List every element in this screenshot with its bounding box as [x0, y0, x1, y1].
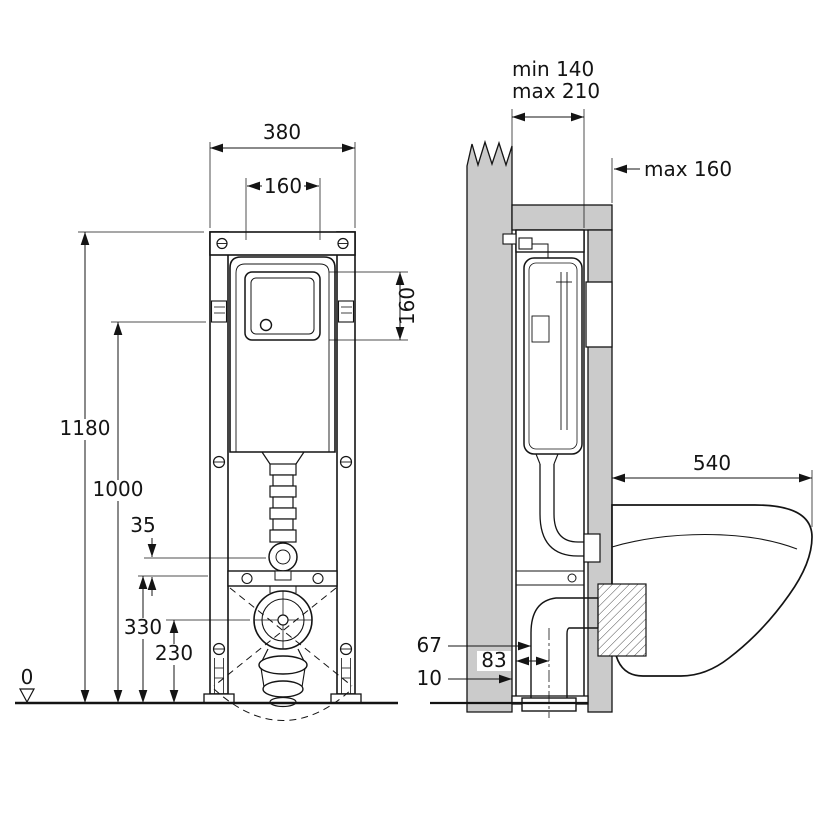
- bolt-icon: [312, 572, 324, 585]
- datum-triangle: [18, 688, 36, 704]
- side-cistern: [518, 237, 583, 465]
- drain-assembly: [213, 586, 353, 721]
- flush-connector: [583, 533, 601, 563]
- side-view: min 140 max 210 max 160 540 67 83 10: [417, 57, 813, 718]
- wall-anchor: [502, 233, 517, 245]
- bolt-icon: [241, 572, 253, 585]
- lower-bracket: [227, 570, 338, 587]
- dim-frame-width: 380: [263, 120, 301, 144]
- dim-plate-height: 160: [395, 287, 419, 325]
- dim-wall-gap: 10: [417, 666, 442, 690]
- flush-bend: [268, 542, 298, 572]
- adjustable-feet: [214, 658, 351, 694]
- dim-bowl-depth: 540: [693, 451, 731, 475]
- cistern-side: [523, 257, 583, 455]
- swivel-range-line: [213, 587, 337, 687]
- dim-frame-height: 1180: [60, 416, 111, 440]
- dim-bracket-height: 330: [124, 615, 162, 639]
- flush-plate-window: [244, 271, 321, 341]
- top-crossbar: [209, 231, 356, 256]
- dim-mount-height: 1000: [93, 477, 144, 501]
- flush-pipe: [268, 463, 298, 572]
- ceramic-section-hatch: [597, 583, 647, 657]
- dim-outlet-83: 83: [481, 648, 506, 672]
- right-foot-plate: [330, 693, 362, 704]
- dim-depth-max: max 210: [512, 79, 600, 103]
- swivel-range-line: [229, 587, 353, 687]
- dim-depth-min: min 140: [512, 57, 594, 81]
- dim-outlet-67: 67: [417, 633, 442, 657]
- left-foot-plate: [203, 693, 235, 704]
- side-flush-pipe: [539, 464, 601, 563]
- right-rail-clip: [337, 300, 355, 323]
- left-rail-clip: [210, 300, 228, 323]
- drain-elbow: [521, 597, 599, 718]
- front-dimensions: 380 160 160 1180 1000 35: [21, 120, 419, 703]
- dim-floor-level: 0: [21, 665, 34, 689]
- finished-wall-lintel: [511, 204, 613, 231]
- dim-outlet-height: 230: [155, 641, 193, 665]
- structural-wall: [466, 139, 513, 713]
- wall-section: [466, 139, 613, 713]
- bowl-outline: [611, 504, 813, 677]
- front-frame: [203, 231, 362, 704]
- front-cistern: [229, 256, 336, 465]
- front-view: 380 160 160 1180 1000 35: [15, 120, 419, 721]
- actuator-hole: [259, 318, 273, 332]
- bolt-icon: [567, 573, 577, 583]
- access-panel: [585, 281, 613, 348]
- dim-inner-width: 160: [264, 174, 302, 198]
- supply-valve: [518, 237, 533, 250]
- dim-top-fixing-max: max 160: [644, 157, 732, 181]
- outlet-socket: [258, 655, 308, 675]
- toilet-bowl: [597, 504, 813, 677]
- dim-flush-bend-offset: 35: [130, 513, 155, 537]
- float-mechanism: [531, 315, 550, 343]
- side-dimensions: min 140 max 210 max 160 540 67 83 10: [417, 57, 813, 690]
- bowl-rim-line: [611, 533, 798, 550]
